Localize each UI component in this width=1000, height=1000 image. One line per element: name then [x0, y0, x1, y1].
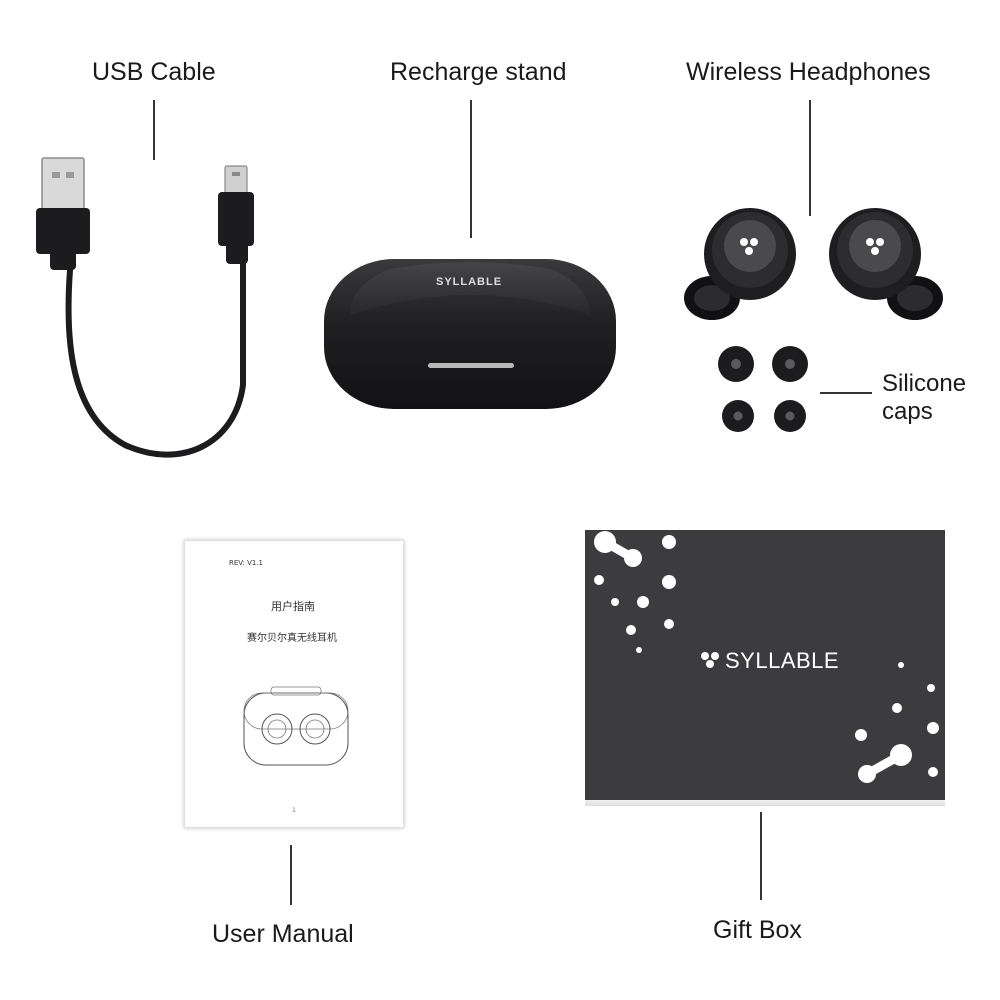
earbud-right: [829, 208, 943, 320]
leader-line-silicone-caps: [820, 392, 872, 394]
manual-page-number: 1: [292, 807, 296, 814]
label-gift-box: Gift Box: [713, 916, 802, 944]
manual-revision: REV: V1.1: [229, 559, 264, 567]
manual-title: 用户指南: [271, 600, 315, 613]
gift-box-dot-pattern: [594, 531, 939, 783]
earbud-left: [684, 208, 796, 320]
label-wireless-headphones: Wireless Headphones: [686, 58, 931, 86]
gift-box: SYLLABLE: [585, 530, 945, 800]
leader-line-wireless-headphones: [809, 100, 811, 216]
label-recharge-stand: Recharge stand: [390, 58, 567, 86]
usb-cable: [36, 157, 254, 458]
leader-line-usb-cable: [153, 100, 155, 160]
label-user-manual: User Manual: [212, 920, 354, 948]
gift-box-brand: SYLLABLE: [725, 648, 840, 673]
user-manual-booklet: REV: V1.1 用户指南 赛尔贝尔真无线耳机 1: [184, 540, 404, 828]
label-silicone-caps-line2: caps: [882, 398, 933, 425]
manual-subtitle: 赛尔贝尔真无线耳机: [247, 633, 337, 644]
leader-line-user-manual: [290, 845, 292, 905]
silicone-caps: [718, 346, 808, 432]
case-brand-logo: SYLLABLE: [436, 276, 503, 288]
manual-case-illustration: [243, 686, 349, 766]
label-usb-cable: USB Cable: [92, 58, 216, 86]
label-silicone-caps-line1: Silicone: [882, 370, 967, 397]
gift-box-base: [585, 800, 945, 806]
charging-case: [324, 259, 616, 409]
leader-line-recharge-stand: [470, 100, 472, 238]
leader-line-gift-box: [760, 812, 762, 900]
